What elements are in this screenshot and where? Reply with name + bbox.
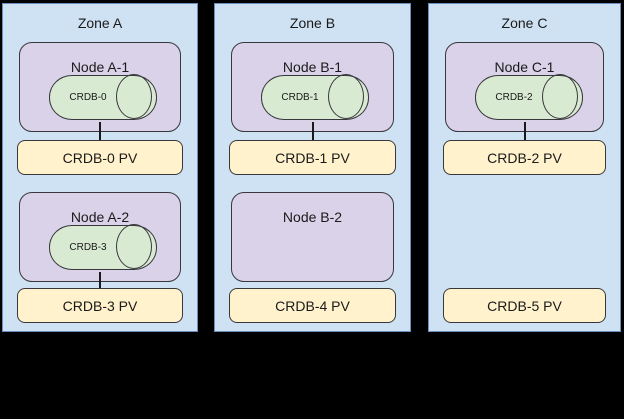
connector-crdb-0 xyxy=(99,122,101,140)
node-c-1[interactable]: Node C-1 CRDB-2 xyxy=(445,42,604,132)
node-b-2-label: Node B-2 xyxy=(282,209,343,225)
cylinder-cap xyxy=(116,74,152,119)
node-b-1-label: Node B-1 xyxy=(282,59,343,75)
zone-b-container: Zone B Node B-1 CRDB-1 CRDB-1 PV Node B-… xyxy=(214,3,411,332)
zone-c-title: Zone C xyxy=(501,15,548,31)
cylinder-cap xyxy=(542,74,578,119)
zone-c-container: Zone C Node C-1 CRDB-2 CRDB-2 PV CRDB-5 … xyxy=(428,3,621,332)
node-a-2[interactable]: Node A-2 CRDB-3 xyxy=(19,192,181,282)
zone-a-container: Zone A Node A-1 CRDB-0 CRDB-0 PV Node A-… xyxy=(2,3,198,332)
database-cylinder-icon[interactable]: CRDB-1 xyxy=(261,74,369,120)
database-cylinder-icon[interactable]: CRDB-3 xyxy=(49,224,157,270)
zone-a-title: Zone A xyxy=(77,15,123,31)
zone-b-title: Zone B xyxy=(289,15,336,31)
pod-label-crdb-2: CRDB-2 xyxy=(495,92,533,103)
pv-crdb-4[interactable]: CRDB-4 PV xyxy=(229,288,396,323)
node-b-2[interactable]: Node B-2 xyxy=(231,192,394,282)
pod-label-crdb-1: CRDB-1 xyxy=(281,92,319,103)
pod-label-crdb-3: CRDB-3 xyxy=(69,242,107,253)
database-cylinder-icon[interactable]: CRDB-0 xyxy=(49,74,157,120)
pv-crdb-0[interactable]: CRDB-0 PV xyxy=(17,140,183,175)
pv-crdb-1[interactable]: CRDB-1 PV xyxy=(229,140,396,175)
connector-crdb-1 xyxy=(311,122,314,140)
node-b-1[interactable]: Node B-1 CRDB-1 xyxy=(231,42,394,132)
database-cylinder-icon[interactable]: CRDB-2 xyxy=(475,74,583,120)
pv-crdb-5[interactable]: CRDB-5 PV xyxy=(443,288,606,323)
node-a-1-label: Node A-1 xyxy=(70,59,130,75)
node-c-1-label: Node C-1 xyxy=(494,59,555,75)
node-a-1[interactable]: Node A-1 CRDB-0 xyxy=(19,42,181,132)
pv-crdb-2[interactable]: CRDB-2 PV xyxy=(443,140,606,175)
connector-crdb-2 xyxy=(523,122,526,140)
cylinder-cap xyxy=(328,74,364,119)
pod-label-crdb-0: CRDB-0 xyxy=(69,92,107,103)
connector-crdb-3 xyxy=(99,272,101,290)
pv-crdb-3[interactable]: CRDB-3 PV xyxy=(17,288,183,323)
node-a-2-label: Node A-2 xyxy=(70,209,130,225)
cylinder-cap xyxy=(116,224,152,269)
